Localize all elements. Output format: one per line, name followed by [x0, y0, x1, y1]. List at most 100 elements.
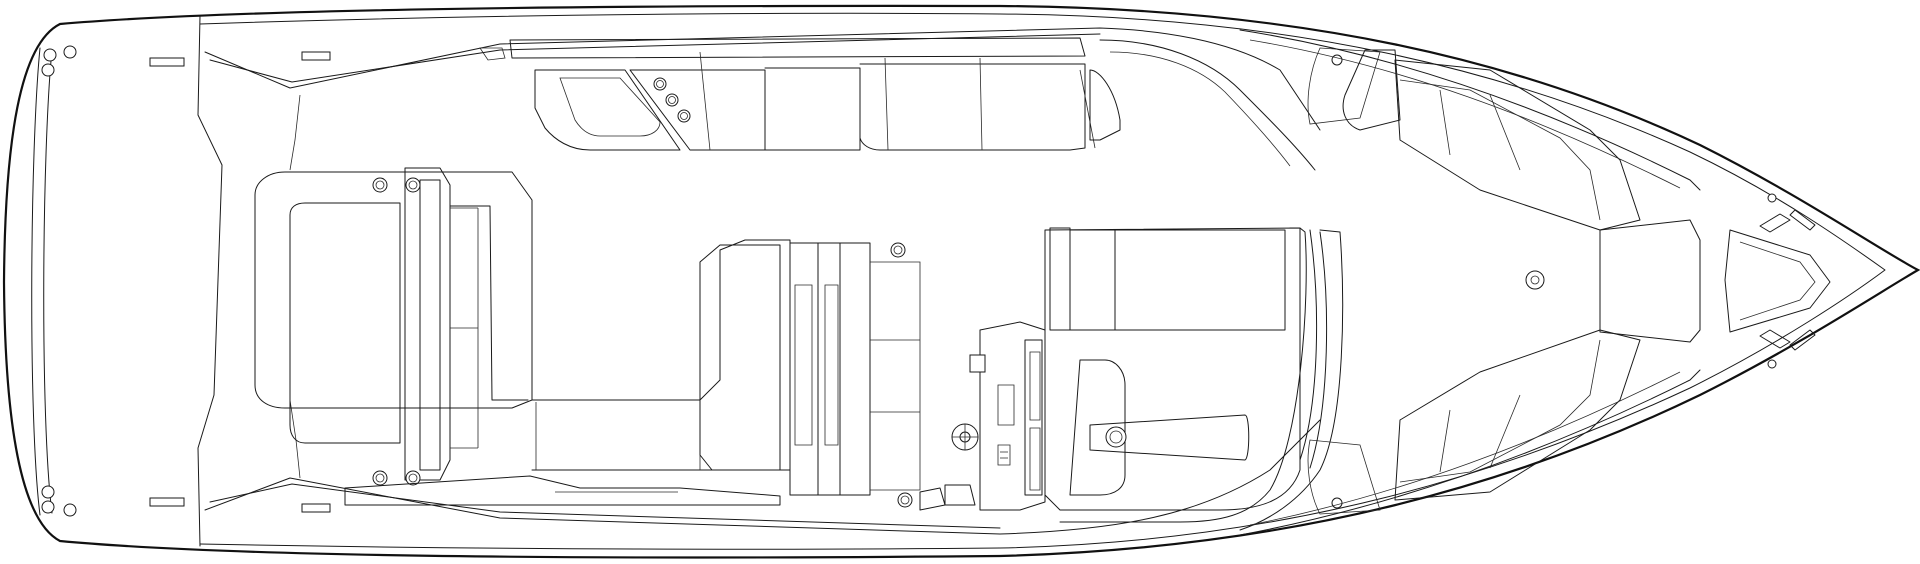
helm-footrest — [945, 485, 975, 505]
helm-display-2 — [1030, 428, 1040, 490]
helm-seat-rim — [1060, 228, 1306, 522]
bow-gunwale-rail-starboard — [1240, 370, 1700, 535]
cup-holder — [406, 471, 420, 485]
windshield-frame-starboard — [1240, 230, 1343, 530]
windshield-frame-port-inner — [1110, 52, 1290, 166]
bow-cleat — [1768, 360, 1776, 368]
port-console-cushion — [1090, 70, 1120, 140]
helm-seat-cushion — [1115, 230, 1285, 330]
table-cup-holder-inner — [894, 246, 902, 254]
bow-seat-starboard-cushion — [1400, 340, 1600, 482]
bow-step-port — [1790, 210, 1815, 230]
helm-seat-post-inner — [1110, 431, 1122, 443]
bow-anchor-locker-inner — [1740, 242, 1815, 320]
port-lounge-arm — [480, 48, 505, 60]
cleat-ring — [42, 64, 54, 76]
bow-deck-fitting-inner — [1531, 276, 1539, 284]
bow-seat-center — [1600, 220, 1700, 342]
helm-seat-bolster — [920, 488, 945, 510]
hull-outline — [4, 6, 1918, 558]
cleat-ring — [42, 486, 54, 498]
port-lounge-cup-holder — [666, 94, 678, 106]
refreshment-center — [700, 243, 920, 495]
steering-wheel-spokes — [952, 424, 978, 450]
aft-lounge — [255, 168, 532, 485]
deck-hatch-slot — [150, 498, 184, 506]
aft-lounge-seat-edge — [450, 206, 528, 400]
deck-hatch-slot — [302, 52, 330, 60]
aft-lounge-back-panel — [405, 168, 450, 480]
bow-port-lounge-inner — [1308, 48, 1380, 124]
helm-console-outline — [980, 322, 1045, 510]
port-lounge-cup-holder-inner — [669, 97, 676, 104]
helm-seat-post — [1106, 427, 1126, 447]
center-table-inset-1 — [795, 285, 812, 445]
cup-holder — [373, 178, 387, 192]
bow-seat-port-cushion — [1400, 80, 1600, 220]
bow-seat-starboard — [1395, 330, 1640, 500]
table-cup-holder — [891, 243, 905, 257]
side-decks — [205, 28, 1320, 534]
port-side-lounge — [480, 38, 1095, 150]
aft-lounge-cushion — [290, 203, 400, 443]
port-side-deck-inner — [210, 34, 1100, 82]
helm-switch-panel — [998, 385, 1014, 465]
bow-starboard-lounge-inner — [1308, 440, 1380, 514]
center-table-panel — [790, 243, 870, 495]
center-table-edge — [818, 243, 840, 495]
aft-lounge-armrests — [450, 208, 478, 448]
helm-dash-panel — [1025, 340, 1042, 495]
bow-rail-pad-starboard — [1760, 330, 1790, 348]
bow-deck-fitting — [1526, 271, 1544, 289]
port-lounge-cup-holder-inner — [657, 81, 664, 88]
helm-switch-rows — [1000, 452, 1008, 458]
port-lounge-seat-outline — [535, 70, 680, 150]
center-table-inset-2 — [825, 285, 838, 445]
helm-seat-area — [1045, 228, 1306, 522]
stern-hardware — [42, 46, 330, 516]
bow-rail-pad-port — [1760, 214, 1790, 232]
cleat-ring — [64, 46, 76, 58]
port-lounge-cup-holder — [654, 78, 666, 90]
bow-gunwale-rail-port-inner — [1250, 40, 1680, 188]
starboard-side-deck-inner — [210, 484, 1000, 528]
port-lounge-module-3 — [860, 64, 1085, 150]
port-lounge-cup-holder-inner — [681, 113, 688, 120]
cup-holder — [373, 471, 387, 485]
helm-seat-lower — [1070, 360, 1125, 495]
aft-lounge-back-inner — [420, 180, 440, 470]
port-lounge-module-2 — [765, 68, 860, 150]
bow-seat-port — [1395, 60, 1640, 230]
port-lounge-backrest — [510, 38, 1085, 58]
bow-gunwale-rail-port — [1240, 30, 1700, 190]
windshield — [1090, 40, 1343, 530]
cleat-ring — [64, 504, 76, 516]
starboard-side-deck — [205, 420, 1320, 534]
windshield-center-line — [1300, 230, 1327, 468]
port-lounge-dividers — [700, 52, 1095, 150]
port-side-deck — [205, 28, 1320, 130]
helm-seat-pedestal — [1090, 415, 1249, 460]
swim-platform-rail — [32, 48, 52, 515]
cup-holder — [406, 178, 420, 192]
port-lounge-cup-holder — [678, 110, 690, 122]
deck-hatch-slot — [150, 58, 184, 66]
bow-step-starboard — [1790, 330, 1815, 350]
helm-station — [898, 322, 1045, 510]
windshield-frame-port — [1100, 40, 1315, 170]
cleat-ring — [44, 49, 56, 61]
bow-seating — [1240, 30, 1830, 535]
transom-line — [198, 16, 222, 546]
cleat-ring — [42, 501, 54, 513]
center-table-outline — [700, 245, 780, 470]
hull — [4, 6, 1918, 558]
bow-cup-holder — [1332, 498, 1342, 508]
helm-cup-holder-inner — [901, 496, 909, 504]
helm-cup-holder — [898, 493, 912, 507]
cup-holder-inner — [409, 181, 417, 189]
center-table-slats — [870, 262, 920, 490]
bow-anchor-locker — [1725, 230, 1830, 332]
bow-port-lounge — [1343, 50, 1400, 130]
bow-gunwale-rail-starboard-inner — [1250, 372, 1680, 525]
